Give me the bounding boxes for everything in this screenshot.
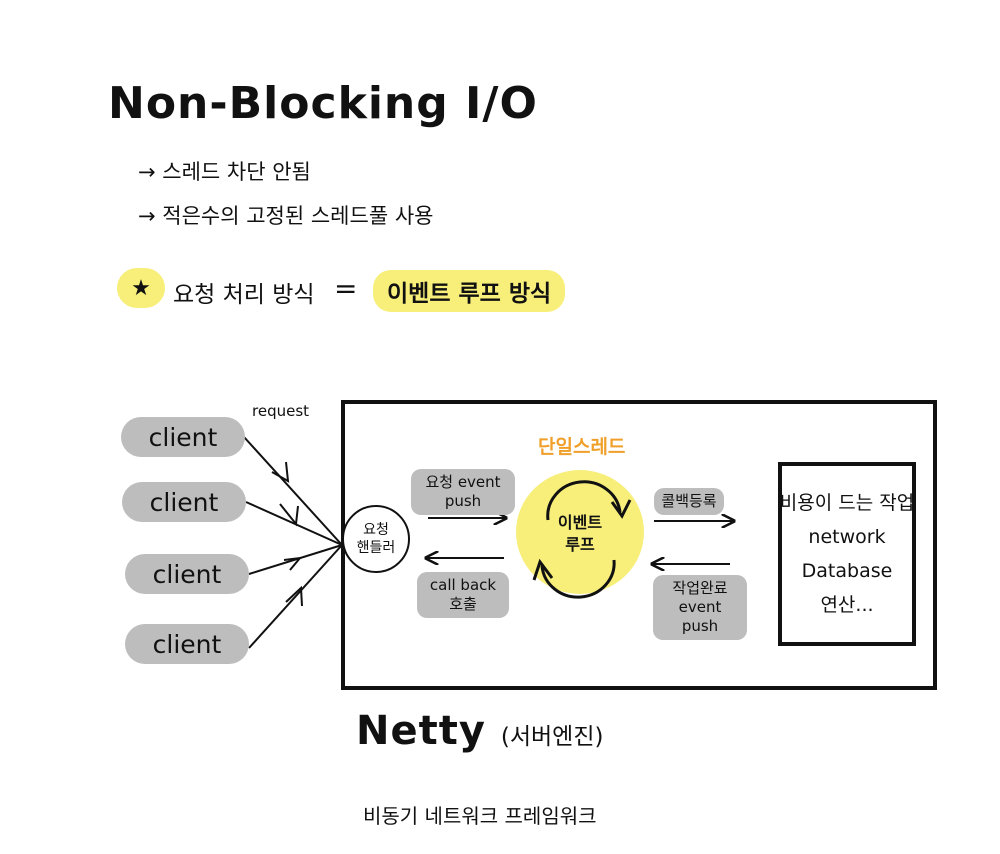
request-arrowhead-1 xyxy=(271,461,290,483)
bullet-no-thread-blocking: → 스레드 차단 안됨 xyxy=(138,160,311,184)
client-node: client xyxy=(122,482,246,522)
pattern-value-highlight: 이벤트 루프 방식 xyxy=(373,270,566,312)
client-node: client xyxy=(125,554,249,594)
netty-description: 비동기 네트워크 프레임워크 xyxy=(363,804,597,828)
client-node: client xyxy=(121,417,245,457)
bullet-fixed-thread-pool: → 적은수의 고정된 스레드풀 사용 xyxy=(138,204,434,228)
request-handler: 요청 핸들러 xyxy=(342,505,410,573)
event-loop-label: 이벤트 루프 xyxy=(557,513,603,554)
star-icon: ★ xyxy=(117,268,165,308)
netty-title: Netty (서버엔진) xyxy=(356,708,604,754)
page-title: Non-Blocking I/O xyxy=(108,78,538,129)
client-line-4 xyxy=(248,544,343,649)
single-thread-label: 단일스레드 xyxy=(538,436,626,458)
callback-call-label: call back 호출 xyxy=(417,572,509,618)
request-event-push-label: 요청 event push xyxy=(411,469,515,515)
register-callback-label: 콜백등록 xyxy=(654,488,724,515)
client-line-2 xyxy=(245,501,343,546)
handler-label-line-2: 핸들러 xyxy=(356,540,396,556)
request-arrowhead-4 xyxy=(285,585,303,607)
client-node: client xyxy=(125,624,249,664)
handler-label-line-1: 요청 xyxy=(363,522,389,538)
costly-task-box: 비용이 드는 작업 network Database 연산... xyxy=(778,462,916,646)
task-done-event-push-label: 작업완료 event push xyxy=(653,575,747,640)
request-arrowhead-3 xyxy=(283,556,303,571)
equals-sign: = xyxy=(334,272,358,305)
request-arrowhead-2 xyxy=(279,503,299,527)
client-line-1 xyxy=(243,436,343,546)
pattern-label: 요청 처리 방식 xyxy=(173,282,315,308)
request-label: request xyxy=(252,402,310,420)
